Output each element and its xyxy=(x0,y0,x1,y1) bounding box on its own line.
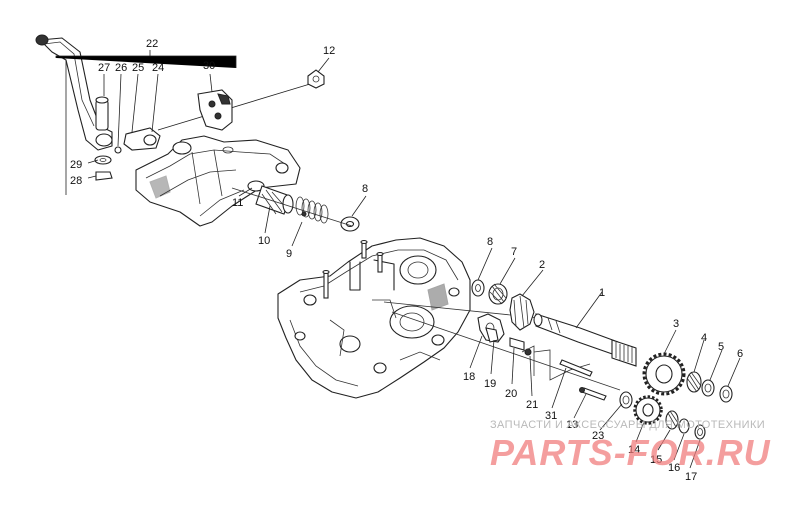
watermark: ЗАПЧАСТИ И АКСЕССУАРЫ ДЛЯ МОТОТЕХНИКИ PA… xyxy=(490,419,771,473)
callout-27: 27 xyxy=(98,62,110,74)
parts-21-31-13 xyxy=(521,345,607,401)
gear-cluster-14-17 xyxy=(619,391,706,440)
callout-8-upper: 8 xyxy=(362,183,368,195)
main-crankcase xyxy=(277,237,471,399)
callout-12: 12 xyxy=(323,45,335,57)
callout-1: 1 xyxy=(599,287,605,299)
shaft-parts-8-7-2 xyxy=(471,279,535,331)
part-12-nut xyxy=(307,69,325,89)
callout-30: 30 xyxy=(203,60,215,72)
callout-26: 26 xyxy=(115,62,127,74)
parts-18-19-20 xyxy=(477,313,532,356)
callout-6: 6 xyxy=(737,348,743,360)
gear-3 xyxy=(642,352,686,396)
callout-bracket-22 xyxy=(55,50,237,195)
callout-19: 19 xyxy=(484,378,496,390)
left-crankcase-cover xyxy=(135,135,301,227)
part-30-bracket xyxy=(197,89,233,131)
callout-8-lower: 8 xyxy=(487,236,493,248)
kickstart-lever xyxy=(35,34,113,151)
callout-15: 15 xyxy=(650,454,662,466)
callout-9: 9 xyxy=(286,248,292,260)
kick-spring-parts xyxy=(247,180,360,232)
callout-25: 25 xyxy=(132,62,144,74)
bearing-washers-4-5-6 xyxy=(686,371,733,403)
callout-29: 29 xyxy=(70,159,82,171)
callout-22: 22 xyxy=(146,38,158,50)
callout-10: 10 xyxy=(258,235,270,247)
callout-23: 23 xyxy=(592,430,604,442)
callout-28: 28 xyxy=(70,175,82,187)
small-parts-24-29 xyxy=(94,127,161,181)
main-shaft-1 xyxy=(533,313,637,367)
callout-5: 5 xyxy=(718,341,724,353)
leader-lines-right xyxy=(238,187,741,469)
callout-7: 7 xyxy=(511,246,517,258)
callout-21: 21 xyxy=(526,399,538,411)
callout-4: 4 xyxy=(701,332,707,344)
callout-2: 2 xyxy=(539,259,545,271)
callout-17: 17 xyxy=(685,471,697,483)
callout-11: 11 xyxy=(232,197,243,209)
callout-3: 3 xyxy=(673,318,679,330)
callout-31: 31 xyxy=(545,410,557,422)
callout-numbers: 22 27 26 25 24 30 12 29 28 8 11 10 9 8 7… xyxy=(70,38,743,483)
callout-20: 20 xyxy=(505,388,517,400)
callout-13: 13 xyxy=(566,419,578,431)
callout-14: 14 xyxy=(628,444,640,456)
callout-24: 24 xyxy=(152,62,164,74)
watermark-brand: PARTS-FOR.RU xyxy=(490,432,771,473)
leader-lines-top-left xyxy=(87,57,330,179)
watermark-caption: ЗАПЧАСТИ И АКСЕССУАРЫ ДЛЯ МОТОТЕХНИКИ xyxy=(490,419,765,431)
callout-18: 18 xyxy=(463,371,475,383)
callout-16: 16 xyxy=(668,462,680,474)
